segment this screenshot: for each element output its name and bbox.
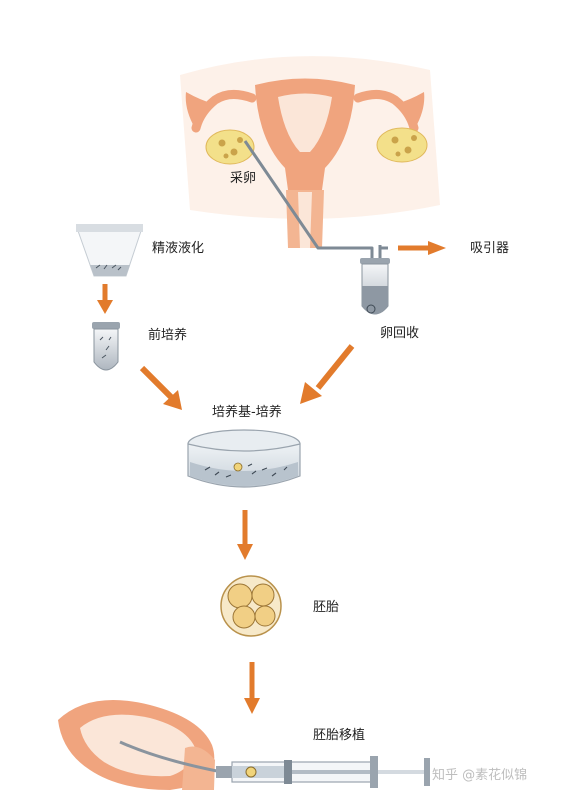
arrow-preculture-to-dish-head	[163, 390, 182, 410]
arrow-cup-to-tube-head	[97, 300, 113, 314]
semen-cup	[76, 224, 143, 277]
label-suction: 吸引器	[470, 241, 510, 256]
left-ovary	[205, 129, 255, 165]
pre-culture-tube	[92, 322, 120, 371]
arrow-eggs-to-dish-head	[300, 382, 322, 404]
transfer-catheter	[119, 740, 223, 774]
egg-collection-tube	[360, 258, 390, 315]
label-embryo: 胚胎	[313, 600, 340, 615]
label-pre-culture: 前培养	[148, 328, 188, 343]
suction-arrow-head	[428, 241, 446, 255]
right-ovary	[376, 127, 428, 163]
transfer-uterus-illustration	[58, 700, 215, 790]
embryo-illustration	[220, 575, 282, 637]
watermark: 知乎 @素花似锦	[432, 768, 528, 783]
culture-dish	[187, 429, 301, 488]
arrow-eggs-to-dish	[315, 344, 355, 390]
label-egg-collection: 卵回收	[380, 326, 420, 341]
arrow-preculture-to-dish	[139, 365, 175, 401]
uterus-illustration	[180, 56, 440, 248]
label-embryo-transfer: 胚胎移植	[313, 728, 366, 743]
label-semen-liquefaction: 精液液化	[152, 241, 205, 256]
label-medium-culture: 培养基-培养	[212, 405, 282, 420]
label-egg-retrieval: 采卵	[230, 171, 257, 186]
transfer-syringe	[216, 756, 430, 788]
arrow-dish-to-embryo-head	[237, 544, 253, 560]
arrow-embryo-to-transfer-head	[244, 698, 260, 714]
